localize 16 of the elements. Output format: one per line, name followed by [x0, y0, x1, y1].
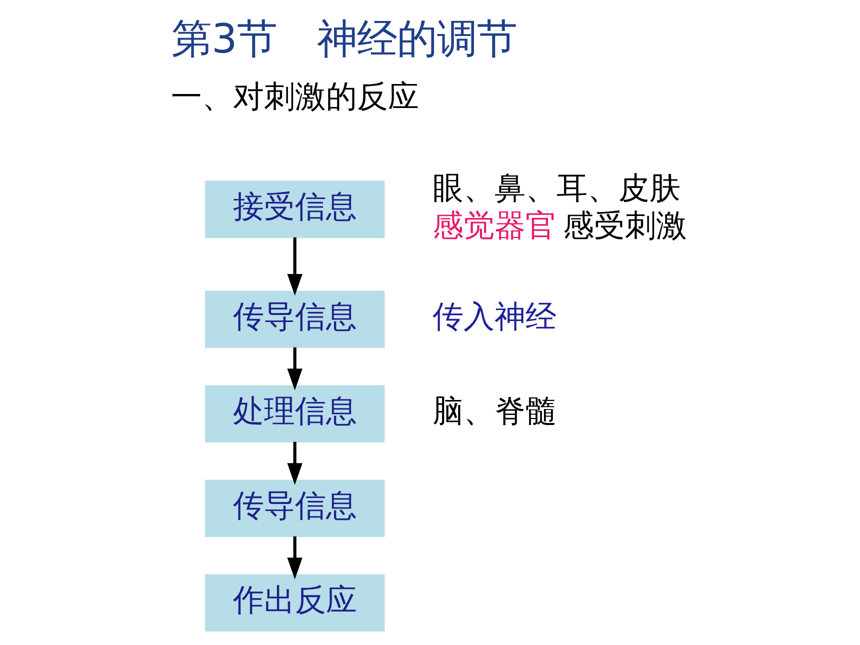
node-box: 传导信息: [205, 480, 385, 538]
arrow: [287, 442, 302, 485]
node-box: 接受信息: [205, 180, 385, 238]
node-label: 传入神经: [432, 299, 557, 336]
arrow: [287, 347, 302, 390]
node-label: 脑、脊髓: [432, 394, 557, 430]
label: 一、对刺激的反应: [170, 79, 419, 116]
node-box: 作出反应: [205, 574, 385, 632]
node-label: 感受刺激: [562, 208, 687, 244]
node-box: 传导信息: [205, 290, 385, 348]
node-label: 眼、鼻、耳、皮肤: [432, 170, 681, 207]
arrow: [287, 237, 302, 296]
diagram-title: 第3节 神经的调节: [172, 16, 518, 63]
node-label: 感觉器官: [432, 208, 557, 244]
node-box: 处理信息: [205, 385, 385, 443]
arrow: [287, 536, 302, 580]
